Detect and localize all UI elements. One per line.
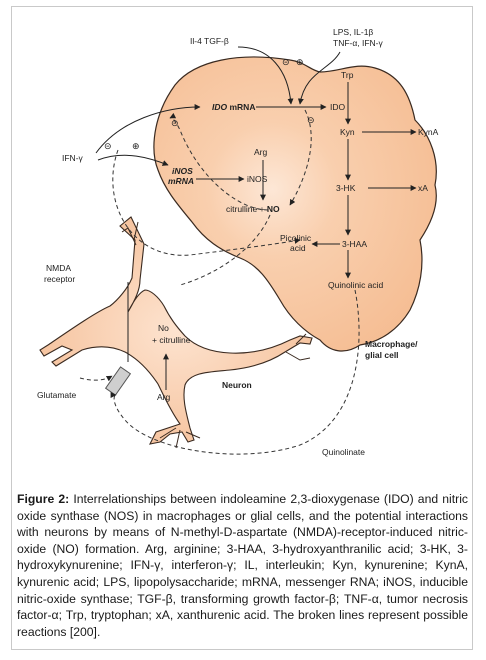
label-lps-il1: LPS, IL-1β — [333, 27, 373, 37]
label-tnf-ifn: TNF-α, IFN-γ — [333, 38, 384, 48]
label-citrulline-no: citrulline + NO — [226, 204, 280, 214]
dashed-ifn-loop — [112, 149, 301, 256]
figure-caption: Figure 2: Interrelationships between ind… — [17, 491, 468, 640]
label-xa: xA — [418, 183, 428, 193]
arrow-lps-to-ido — [297, 51, 341, 105]
label-neuron-citrulline: + citrulline — [152, 335, 191, 345]
label-neuron: Neuron — [222, 380, 252, 390]
label-nmda-1: NMDA — [46, 263, 71, 273]
dashed-ido-inhibits-inos — [289, 109, 312, 206]
label-ido: IDO — [330, 102, 346, 112]
label-picolinic-2: acid — [290, 243, 306, 253]
label-trp: Trp — [341, 70, 354, 80]
dashed-no-inhibits-ido — [169, 112, 269, 211]
ido-nos-diagram: Il-4 TGF-β LPS, IL-1β TNF-α, IFN-γ ⊝ ⊕ T… — [37, 27, 439, 457]
label-picolinic-1: Picolinic — [280, 233, 312, 243]
label-kyn: Kyn — [340, 127, 355, 137]
label-neuron-no: No — [158, 323, 169, 333]
label-kyna: KynA — [418, 127, 439, 137]
label-inos-mrna-2: mRNA — [168, 176, 194, 186]
label-quinolinic: Quinolinic acid — [328, 280, 384, 290]
label-inos-mrna-1: iNOS — [172, 166, 193, 176]
neuron-cell — [39, 216, 313, 445]
dashed-no-to-neuron — [179, 214, 271, 286]
caption-text: Interrelationships between indoleamine 2… — [17, 492, 469, 639]
nmda-receptor-icon — [104, 366, 132, 396]
label-ifn-left: IFN-γ — [62, 153, 84, 163]
neuron-dendrite-bottom — [159, 427, 201, 449]
arrow-ifn-to-inos-mrna — [97, 154, 169, 166]
label-ido-mrna: IDO mRNA — [212, 102, 255, 112]
dashed-glutamate — [79, 375, 113, 382]
neuron-dendrite-top — [121, 221, 139, 246]
arrow-ifn-to-ido-mrna — [95, 104, 201, 154]
sign-minus-ido-left: ⊝ — [171, 119, 179, 129]
label-quinolinate: Quinolinate — [322, 447, 365, 457]
sign-minus-ido-right: ⊝ — [307, 116, 315, 126]
label-neuron-arg: Arg — [157, 392, 171, 402]
label-macrophage-1: Macrophage/ — [365, 339, 418, 349]
sign-plus-ifn: ⊕ — [132, 142, 140, 152]
label-il4-tgf: Il-4 TGF-β — [190, 36, 229, 46]
sign-minus-ifn: ⊝ — [104, 142, 112, 152]
neuron-dendrite-right — [285, 333, 311, 361]
sign-plus-top: ⊕ — [296, 58, 304, 68]
label-glutamate: Glutamate — [37, 390, 76, 400]
macrophage-cell — [153, 56, 437, 352]
arrow-il4-to-ido — [237, 46, 294, 105]
label-nmda-2: receptor — [44, 274, 75, 284]
label-arg: Arg — [254, 147, 268, 157]
label-macrophage-2: glial cell — [365, 350, 399, 360]
label-3haa: 3-HAA — [342, 239, 367, 249]
dashed-quinolinate — [110, 289, 360, 455]
label-inos: iNOS — [247, 174, 268, 184]
label-3hk: 3-HK — [336, 183, 356, 193]
caption-figure-label: Figure 2: — [17, 492, 70, 506]
sign-minus-top: ⊝ — [282, 58, 290, 68]
